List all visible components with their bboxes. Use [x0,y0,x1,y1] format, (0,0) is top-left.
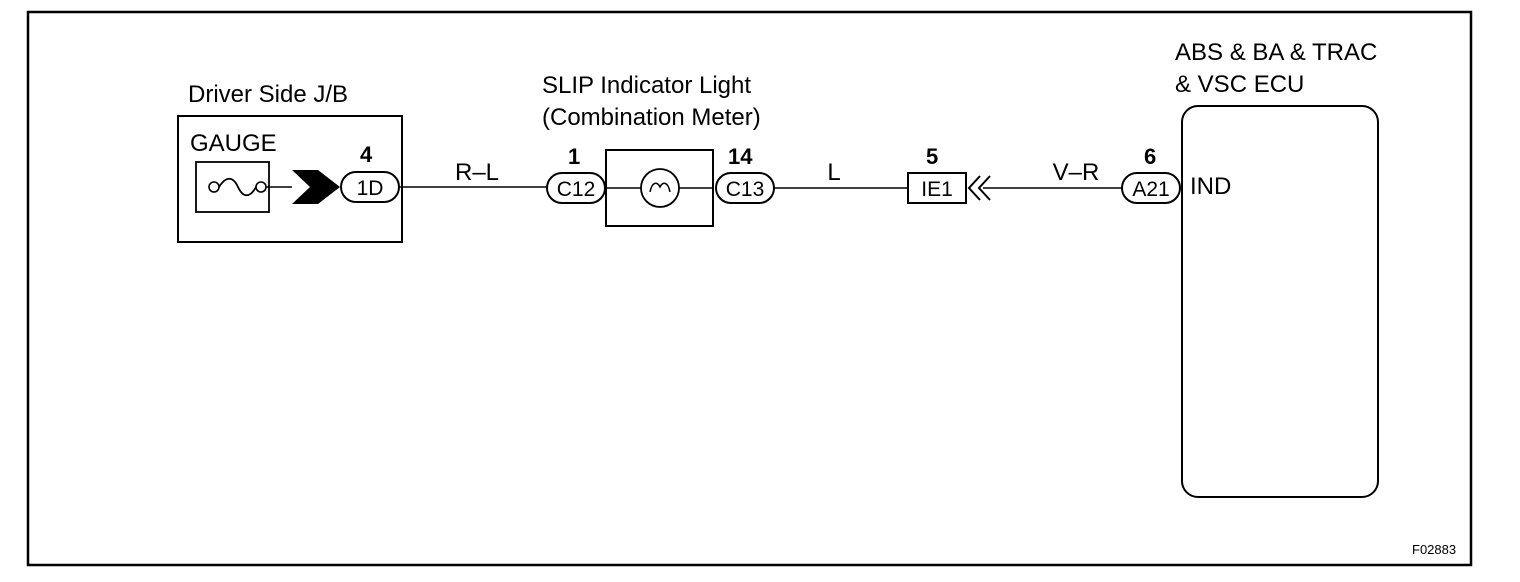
junction-connector [907,172,967,204]
meter-out-connector-code: C13 [726,178,765,201]
fuse-icon [208,177,267,197]
junction-connector-code: IE1 [921,178,953,201]
figure-id: F02883 [1412,542,1456,557]
meter-in-connector-code: C12 [557,178,596,201]
jb-box [177,115,403,243]
jb-title: Driver Side J/B [188,81,348,108]
fuse-label: GAUGE [190,130,277,157]
diagram-frame [26,10,1473,567]
ecu-title-line1: ABS & BA & TRAC [1175,39,1377,66]
meter-in-pin-number: 1 [568,144,580,169]
wire-2-color: L [827,159,840,186]
meter-out-pin-number: 14 [728,144,753,169]
ecu-connector-code: A21 [1132,178,1169,201]
bulb-icon [640,168,680,208]
jb-connector-code: 1D [357,177,384,200]
ecu-pin-number: 6 [1144,144,1156,169]
wire-3-color: V–R [1053,159,1100,186]
jb-terminal-arrow-icon [292,170,340,204]
ecu-title-line2: & VSC ECU [1175,71,1304,98]
meter-title-line2: (Combination Meter) [542,104,761,131]
ecu-box [1181,105,1379,498]
fuse-box [195,161,270,213]
jb-pin-number: 4 [360,142,373,167]
junction-chevron-icon [967,175,991,201]
ecu-connector [1121,172,1181,204]
meter-title-line1: SLIP Indicator Light [542,72,751,99]
wire-1-color: R–L [455,159,499,186]
ecu-terminal-label: IND [1190,173,1231,200]
junction-pin-number: 5 [926,144,938,169]
